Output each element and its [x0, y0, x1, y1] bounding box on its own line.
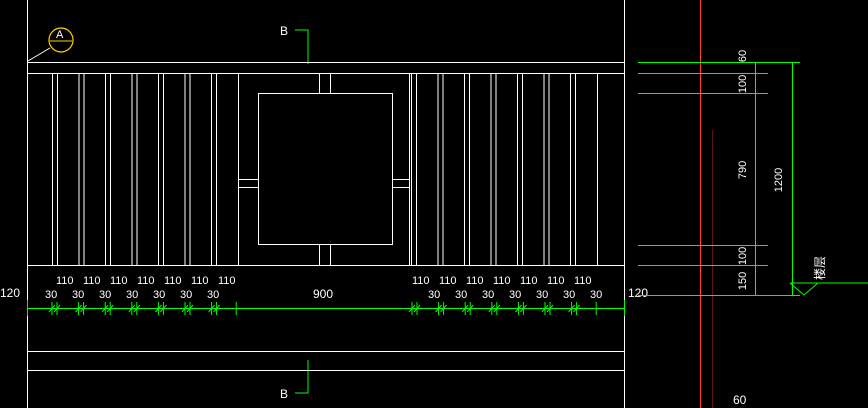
dimension-tick — [541, 304, 549, 313]
dim-label: 30 — [180, 289, 192, 301]
center-panel — [239, 74, 410, 265]
dim-label: 30 — [72, 289, 84, 301]
section-lines — [700, 0, 713, 408]
dimension-tick — [186, 304, 194, 313]
dimension-tick — [520, 304, 527, 313]
dim-label: 110 — [110, 275, 128, 287]
dim-end-right: 120 — [628, 286, 648, 300]
vdim-3: 790 — [737, 161, 749, 179]
dimension-ticks-left — [48, 302, 237, 315]
dim-label: 30 — [153, 289, 165, 301]
dimension-tick — [515, 304, 522, 313]
dimension-tick — [493, 304, 501, 313]
dimension-tick — [466, 304, 474, 313]
level-label: 楼层 — [812, 256, 827, 280]
dim-label: 110 — [439, 275, 457, 287]
dim-label: 30 — [509, 289, 521, 301]
detail-marker: A — [27, 27, 74, 62]
horizontal-dimension-line — [27, 300, 625, 316]
vdim-4: 100 — [737, 247, 749, 265]
balusters-left — [52, 74, 217, 265]
railing-outline — [27, 62, 624, 371]
dim-label: 30 — [99, 289, 111, 301]
dim-label: 30 — [428, 289, 440, 301]
dim-label: 110 — [547, 275, 565, 287]
section-marker-top-label: B — [280, 24, 288, 38]
dim-label: 110 — [218, 275, 236, 287]
dimension-ticks-right — [408, 302, 597, 315]
dim-label: 110 — [520, 275, 538, 287]
vdim-total: 1200 — [773, 168, 785, 192]
dimension-tick — [53, 304, 61, 313]
dimension-tick — [155, 304, 162, 313]
dim-right-lower: 30 30 30 30 30 30 30 — [428, 289, 602, 301]
section-marker-top: B — [280, 24, 309, 64]
detail-marker-label: A — [56, 29, 64, 41]
dimension-tick — [213, 304, 220, 313]
dimension-tick — [546, 304, 554, 313]
dim-label: 30 — [590, 289, 602, 301]
dim-label: 30 — [563, 289, 575, 301]
balusters-right — [411, 74, 576, 265]
corner-text: 60 — [733, 393, 747, 407]
dimension-tick — [461, 304, 469, 313]
dim-end-left: 120 — [0, 286, 20, 300]
dim-left-upper: 110 110 110 110 110 110 110 — [56, 275, 236, 287]
dimension-tick — [160, 304, 167, 313]
level-marker — [789, 282, 868, 296]
dim-label: 110 — [493, 275, 511, 287]
dimension-tick — [80, 304, 87, 313]
dimension-tick — [208, 304, 215, 313]
dim-label: 110 — [191, 275, 209, 287]
dim-label: 110 — [466, 275, 484, 287]
dim-label: 30 — [45, 289, 57, 301]
dim-left-lower: 30 30 30 30 30 30 30 — [45, 289, 219, 301]
vdim-2: 100 — [737, 75, 749, 93]
dimension-tick — [408, 304, 416, 313]
vdim-1: 60 — [737, 50, 749, 62]
dimension-tick — [101, 304, 109, 313]
dim-label: 30 — [126, 289, 138, 301]
dimension-tick — [128, 304, 136, 313]
dim-label: 110 — [574, 275, 592, 287]
dim-center: 900 — [313, 287, 333, 301]
vdim-5: 150 — [737, 272, 749, 290]
dim-label: 30 — [207, 289, 219, 301]
dim-label: 30 — [536, 289, 548, 301]
dimension-tick — [440, 304, 447, 313]
dim-label: 110 — [412, 275, 430, 287]
dimension-tick — [413, 304, 421, 313]
dim-label: 110 — [164, 275, 182, 287]
dim-label: 30 — [482, 289, 494, 301]
vertical-dimension-chain — [638, 62, 800, 296]
dimension-tick — [181, 304, 189, 313]
boundary-lines — [27, 0, 625, 408]
dim-label: 110 — [56, 275, 74, 287]
dimension-tick — [435, 304, 442, 313]
dim-label: 110 — [137, 275, 155, 287]
dimension-tick — [568, 304, 575, 313]
section-marker-bottom: B — [280, 360, 309, 401]
dimension-tick — [75, 304, 82, 313]
dimension-tick — [573, 304, 580, 313]
dim-right-upper: 110 110 110 110 110 110 110 — [412, 275, 592, 287]
section-marker-bottom-label: B — [280, 387, 288, 401]
dimension-tick — [133, 304, 141, 313]
dim-label: 110 — [83, 275, 101, 287]
dim-label: 30 — [455, 289, 467, 301]
dimension-tick — [488, 304, 496, 313]
dimension-tick — [106, 304, 114, 313]
dimension-tick — [48, 304, 56, 313]
